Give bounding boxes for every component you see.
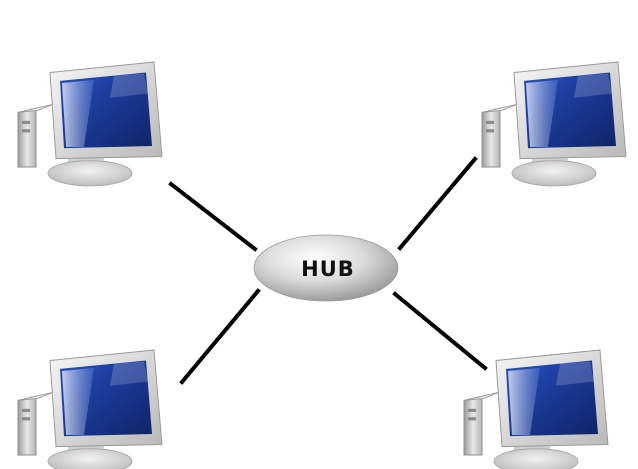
hub-label: HUB	[301, 257, 355, 281]
connection-line-bottom-right	[392, 291, 488, 371]
connection-line-bottom-left	[179, 288, 261, 385]
computer-top-right	[481, 61, 627, 187]
hub-node: HUB	[253, 234, 399, 302]
hub-ellipse-icon	[253, 234, 399, 302]
computer-bottom-left	[17, 349, 163, 469]
connection-line-top-left	[168, 181, 258, 252]
computer-top-left	[17, 61, 163, 187]
computer-icon	[481, 61, 627, 187]
computer-icon	[17, 61, 163, 187]
connection-line-top-right	[397, 156, 478, 251]
computer-icon	[17, 349, 163, 469]
